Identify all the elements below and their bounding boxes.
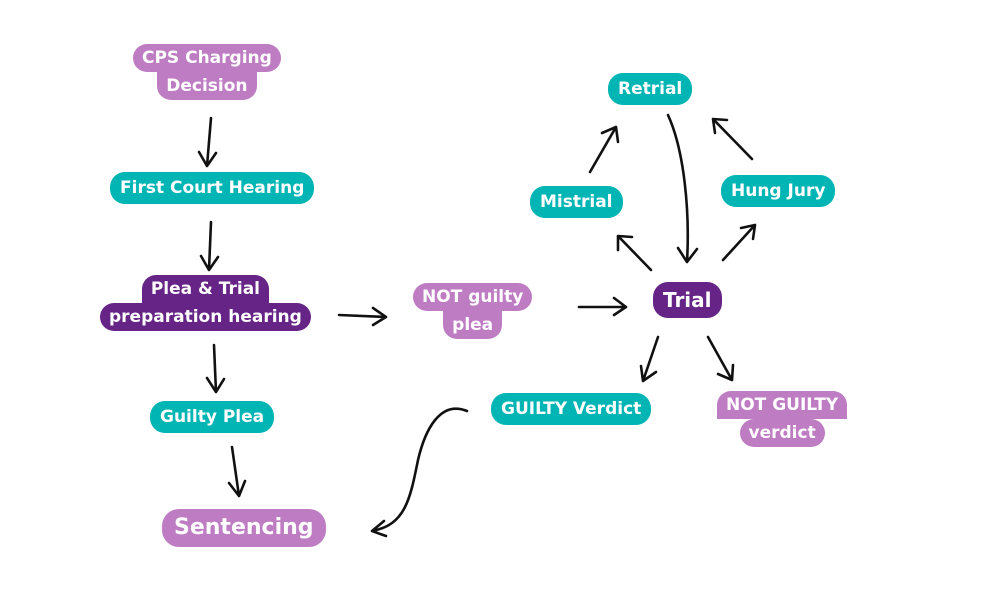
node-trial: Trial [653, 282, 722, 318]
arrow-mistrial-to-retrial [588, 125, 620, 174]
arrow-cps-to-first-hearing [197, 116, 218, 168]
arrow-trial-to-hung-jury [721, 223, 757, 262]
node-label: NOT guilty [413, 283, 533, 311]
node-label: verdict [739, 419, 825, 447]
node-label: Mistrial [530, 186, 623, 218]
node-mistrial: Mistrial [530, 186, 623, 218]
arrow-trial-to-mistrial [616, 234, 653, 272]
node-label: Hung Jury [721, 175, 836, 207]
node-label: Sentencing [162, 509, 326, 547]
node-first-court-hearing: First Court Hearing [110, 172, 315, 204]
arrow-hung-jury-to-retrial [711, 117, 754, 161]
node-label: preparation hearing [100, 303, 311, 331]
node-label: Decision [157, 72, 257, 100]
node-label: plea [443, 311, 503, 339]
node-guilty-verdict: GUILTY Verdict [491, 393, 652, 425]
node-sentencing: Sentencing [162, 509, 326, 547]
arrow-ptph-to-not-guilty-plea [337, 306, 388, 327]
node-label: Trial [653, 282, 722, 318]
arrow-retrial-to-trial [666, 113, 699, 264]
arrow-trial-to-not-guilty-verdict [706, 335, 735, 382]
arrow-not-guilty-plea-to-trial [577, 296, 628, 317]
node-hung-jury: Hung Jury [721, 175, 836, 207]
node-label: CPS Charging [133, 44, 281, 72]
node-label: Plea & Trial [141, 275, 270, 303]
node-cps-charging-decision: CPS Charging Decision [133, 44, 281, 100]
node-plea-trial-preparation-hearing: Plea & Trial preparation hearing [100, 275, 311, 331]
arrow-trial-to-guilty-verdict [639, 335, 660, 383]
arrow-first-hearing-to-ptph [199, 220, 220, 272]
node-retrial: Retrial [608, 73, 693, 105]
node-label: NOT GUILTY [717, 391, 848, 419]
arrow-ptph-to-guilty-plea [205, 343, 226, 394]
node-not-guilty-verdict: NOT GUILTY verdict [717, 391, 848, 447]
node-not-guilty-plea: NOT guilty plea [413, 283, 533, 339]
node-label: Guilty Plea [150, 401, 275, 433]
node-label: GUILTY Verdict [491, 393, 652, 425]
arrow-guilty-plea-to-sentencing [227, 445, 247, 498]
node-label: Retrial [608, 73, 693, 105]
node-label: First Court Hearing [110, 172, 315, 204]
node-guilty-plea: Guilty Plea [150, 401, 275, 433]
arrow-guilty-verdict-to-sentencing [370, 407, 469, 538]
